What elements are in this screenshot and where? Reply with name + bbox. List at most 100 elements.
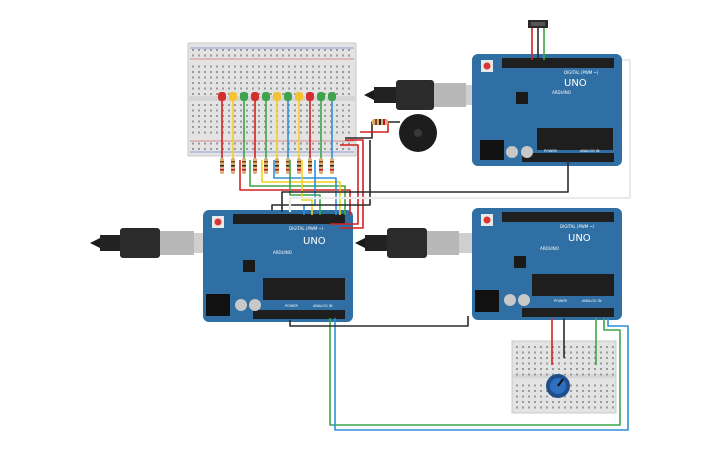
breadboard-hole [210,142,212,145]
breadboard-hole [534,362,536,365]
led-row[interactable] [218,92,336,174]
resistor-band [297,165,301,167]
arduino-uno-left[interactable]: UNO ARDUINO DIGITAL (PWM ~) POWER ANALOG… [203,210,353,322]
breadboard-hole [552,357,554,359]
led[interactable] [328,92,336,101]
breadboard-hole [612,373,614,376]
breadboard-hole [210,87,212,90]
breadboard-hole [564,346,566,348]
breadboard-hole [192,71,194,73]
breadboard-hole [300,71,302,73]
breadboard-hole [276,54,278,57]
breadboard-hole [582,390,584,392]
breadboard-hole [300,49,302,51]
sensor-module[interactable] [528,20,548,28]
breadboard-hole [204,54,206,57]
led[interactable] [317,92,325,101]
resistor-buzzer[interactable] [372,119,388,125]
breadboard-hole [558,346,560,348]
breadboard-hole [258,131,260,134]
breadboard-hole [318,131,320,134]
wires[interactable] [239,28,632,431]
led[interactable] [229,92,237,101]
breadboard-hole [234,65,236,68]
breadboard-hole [282,148,284,150]
breadboard-hole [234,148,236,150]
breadboard-hole [348,148,350,150]
breadboard-hole [588,368,590,370]
usb-cable-right[interactable] [355,228,489,258]
breadboard-hole [312,71,314,73]
breadboard-hole [264,71,266,73]
breadboard-hole [300,142,302,145]
breadboard-hole [294,54,296,57]
breadboard-hole [204,82,206,84]
breadboard-hole [348,120,350,123]
breadboard-hole [234,71,236,73]
breadboard-hole [324,104,326,106]
resistor-band [330,165,334,167]
breadboard-large[interactable] [187,42,357,157]
breadboard-hole [336,126,338,128]
led[interactable] [218,92,226,101]
breadboard-hole [528,390,530,392]
led[interactable] [295,92,303,101]
breadboard-hole [246,76,248,79]
breadboard-hole [312,142,314,145]
breadboard-hole [228,109,230,112]
breadboard-hole [534,406,536,409]
breadboard-hole [558,406,560,409]
breadboard-hole [294,71,296,73]
breadboard-hole [342,131,344,134]
breadboard-hole [540,368,542,370]
breadboard-hole [324,115,326,117]
arduino-uno-top[interactable]: UNO ARDUINO DIGITAL (PWM ~) POWER ANALOG… [472,54,622,166]
breadboard-hole [294,65,296,68]
breadboard-hole [192,82,194,84]
breadboard-hole [258,65,260,68]
led[interactable] [240,92,248,101]
breadboard-hole [318,82,320,84]
breadboard-hole [210,71,212,73]
led[interactable] [284,92,292,101]
breadboard-hole [294,49,296,51]
breadboard-hole [306,82,308,84]
breadboard-hole [234,126,236,128]
breadboard-hole [300,65,302,68]
breadboard-hole [234,115,236,117]
breadboard-hole [348,104,350,106]
breadboard-hole [342,93,344,95]
resistor-band [319,161,323,163]
breadboard-hole [564,368,566,370]
breadboard-hole [558,351,560,354]
arduino-uno-right[interactable]: UNO ARDUINO DIGITAL (PWM ~) POWER ANALOG… [472,208,622,320]
breadboard-hole [570,362,572,365]
resistor-band [286,165,290,167]
led[interactable] [273,92,281,101]
led[interactable] [306,92,314,101]
breadboard-hole [606,362,608,365]
breadboard-hole [552,346,554,348]
breadboard-hole [270,54,272,57]
breadboard-hole [324,76,326,79]
breadboard-hole [252,71,254,73]
breadboard-hole [342,76,344,79]
piezo-buzzer[interactable] [399,114,437,152]
breadboard-hole [204,71,206,73]
breadboard-hole [588,362,590,365]
breadboard-hole [252,115,254,117]
breadboard-hole [564,351,566,354]
breadboard-hole [210,126,212,128]
breadboard-hole [534,368,536,370]
led[interactable] [251,92,259,101]
breadboard-hole [348,87,350,90]
breadboard-hole [282,87,284,90]
breadboard-hole [258,148,260,150]
breadboard-hole [264,142,266,145]
breadboard-hole [342,142,344,145]
breadboard-hole [240,49,242,51]
potentiometer[interactable] [546,374,570,398]
led[interactable] [262,92,270,101]
breadboard-hole [612,390,614,392]
